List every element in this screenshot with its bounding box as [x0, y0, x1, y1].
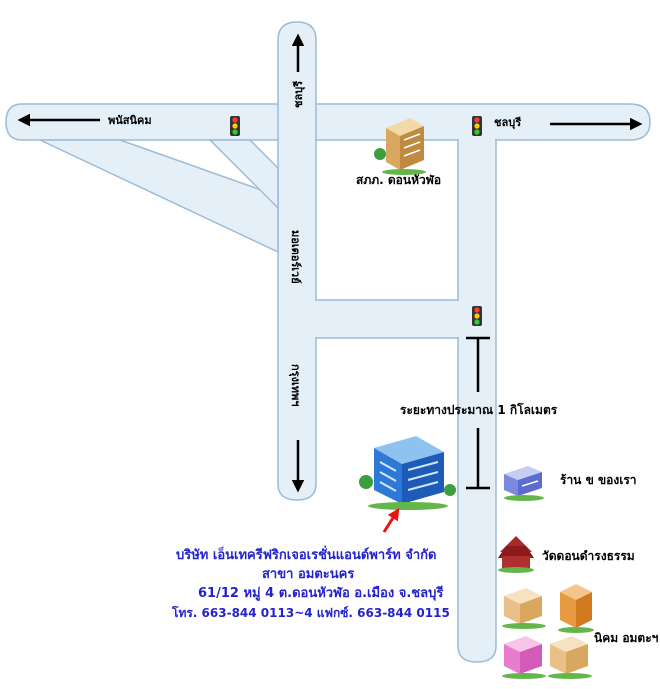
- road-factory-vertical: [457, 139, 497, 663]
- road-network: [5, 21, 651, 663]
- road-diagonal-right: [208, 139, 279, 210]
- estate-building-icon: [502, 588, 546, 629]
- temple-icon: [498, 536, 534, 573]
- company-branch: สาขา อมตะนคร: [262, 567, 355, 582]
- shop-building-icon: [504, 466, 544, 501]
- distance-label: ระยะทางประมาณ 1 กิโลเมตร: [400, 402, 558, 417]
- road-connector-horizontal: [315, 299, 459, 339]
- estate-building-icon: [558, 584, 594, 633]
- label-road-west: พนัสนิคม: [108, 114, 152, 127]
- label-road-east: ชลบุรี: [494, 116, 521, 130]
- road-motorway-vertical: [277, 139, 317, 501]
- company-building-icon: [359, 436, 456, 510]
- label-temple: วัดดอนดำรงธรรม: [542, 549, 635, 563]
- label-road-north: ชลบุรี: [292, 81, 306, 108]
- traffic-light-icon: [230, 116, 240, 136]
- company-address: 61/12 หมู่ 4 ต.ดอนหัวฬ่อ อ.เมือง จ.ชลบุร…: [198, 586, 444, 601]
- distance-marker: [466, 336, 490, 490]
- company-name: บริษัท เอ็นเทครีฟริกเจอเรชั่นแอนด์พาร์ท …: [176, 548, 437, 563]
- police-station-icon: [374, 118, 426, 175]
- label-shop: ร้าน ข ของเรา: [560, 473, 637, 487]
- label-road-bangkok: กรุงเทพฯ: [288, 364, 302, 406]
- estate-building-icon: [502, 636, 546, 679]
- estate-building-icon: [548, 636, 592, 679]
- pointer-arrow: [382, 507, 400, 533]
- traffic-light-icon: [472, 116, 482, 136]
- company-contact: โทร. 663-844 0113~4 แฟกซ์. 663-844 0115: [172, 606, 450, 620]
- road-main-horizontal: [5, 103, 651, 141]
- label-industrial-estate: นิคม อมตะฯ: [594, 631, 659, 645]
- label-road-motorway: มอเตอร์เวย์: [289, 230, 302, 284]
- traffic-light-icon: [472, 306, 482, 326]
- label-police-station: สภภ. ดอนหัวฬ่อ: [356, 173, 441, 187]
